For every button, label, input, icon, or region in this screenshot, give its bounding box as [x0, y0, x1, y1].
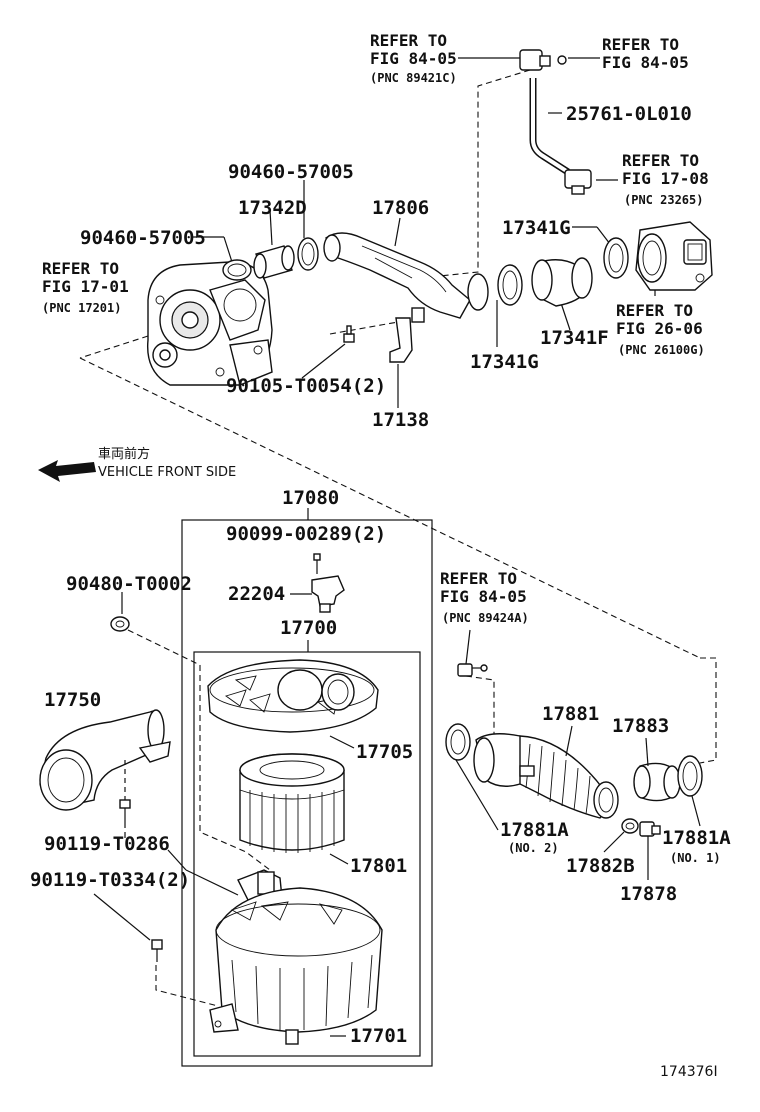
refer-label-top-right-line1: REFER TO: [602, 35, 679, 54]
part-number-17701: 17701: [350, 1025, 407, 1047]
refer-label-2606-line2: FIG 26-06: [616, 319, 703, 338]
part-number-22204: 22204: [228, 583, 285, 605]
bolt-90119-t0286: [119, 760, 131, 838]
part-number-90460-left: 90460-57005: [80, 227, 206, 249]
part-number-17881: 17881: [542, 703, 599, 725]
refer-label-2606-line1: REFER TO: [616, 301, 693, 320]
leader-90119-t0286-b: [185, 869, 239, 896]
part-number-17806: 17806: [372, 197, 429, 219]
vehicle-front-label-en: VEHICLE FRONT SIDE: [98, 465, 236, 480]
refer-label-2606-pnc: (PNC 26100G): [618, 343, 705, 357]
vacuum-pipe-25761: [519, 49, 592, 195]
o-ring-17882b: [603, 818, 639, 853]
turbocharger-illustration: [146, 259, 273, 386]
refer-label-1708-line1: REFER TO: [622, 151, 699, 170]
bottom-left-dashed-lines: [155, 665, 271, 1007]
part-number-17138: 17138: [372, 409, 429, 431]
leader-17881: [565, 725, 573, 757]
part-number-17881a-left-note: (NO. 2): [508, 841, 559, 855]
part-number-17881a-right-note: (NO. 1): [670, 851, 721, 865]
leader-17881a-left: [455, 759, 499, 831]
refer-label-top-left-pnc: (PNC 89421C): [370, 71, 457, 85]
refer-label-1701-pnc: (PNC 17201): [42, 301, 121, 315]
sensor-connector-89424a: [457, 629, 495, 740]
plug-17878: [639, 821, 661, 880]
refer-label-top-left-line1: REFER TO: [370, 31, 447, 50]
air-cleaner-cap-17705: [207, 659, 379, 749]
air-cleaner-case-17701: [209, 869, 383, 1045]
clamp-17881a-no1: [677, 755, 703, 827]
hose-17341f-and-clamps: [497, 237, 629, 307]
part-number-90480: 90480-T0002: [66, 573, 192, 595]
bracket-17138: [343, 317, 413, 363]
part-number-17080: 17080: [282, 487, 339, 509]
part-number-17883: 17883: [612, 715, 669, 737]
figure-id: 174376I: [660, 1064, 718, 1080]
part-number-17705: 17705: [356, 741, 413, 763]
part-number-90119-t0286: 90119-T0286: [44, 833, 170, 855]
refer-label-1708-line2: FIG 17-08: [622, 169, 709, 188]
grommet-90480: [110, 592, 201, 666]
vehicle-front-arrow-icon: [38, 460, 96, 482]
part-number-17882b: 17882B: [566, 855, 635, 877]
refer-label-bottom-line1: REFER TO: [440, 569, 517, 588]
leader-90119-t0286: [167, 849, 187, 871]
part-number-17341g-bottom: 17341G: [470, 351, 539, 373]
refer-label-1701-line1: REFER TO: [42, 259, 119, 278]
part-number-17700: 17700: [280, 617, 337, 639]
refer-label-1708-pnc: (PNC 23265): [624, 193, 703, 207]
refer-label-1701-line2: FIG 17-01: [42, 277, 129, 296]
part-number-17801: 17801: [350, 855, 407, 877]
part-number-90460-top: 90460-57005: [228, 161, 354, 183]
part-number-17341f: 17341F: [540, 327, 609, 349]
part-number-90099: 90099-00289(2): [226, 523, 386, 545]
part-number-17341g-top: 17341G: [502, 217, 571, 239]
refer-label-bottom-line2: FIG 84-05: [440, 587, 527, 606]
top-dashed-lines: [79, 69, 717, 764]
part-number-25761: 25761-0L010: [566, 103, 692, 125]
sensor-22204: [290, 553, 345, 613]
assembly-frame-17080: [181, 508, 433, 1067]
part-number-17881a-left: 17881A: [500, 819, 569, 841]
filter-element-17801: [239, 753, 349, 865]
hose-17342d: [253, 237, 319, 279]
air-duct-17750: [39, 709, 171, 811]
part-number-90105: 90105-T0054(2): [226, 375, 386, 397]
hose-17881: [445, 723, 619, 819]
part-number-17881a-right: 17881A: [662, 827, 731, 849]
sleeve-17883: [633, 737, 681, 802]
part-number-17750: 17750: [44, 689, 101, 711]
part-number-17342d: 17342D: [238, 197, 307, 219]
intake-pipe-17806: [323, 232, 489, 323]
part-number-17878: 17878: [620, 883, 677, 905]
refer-label-top-left-line2: FIG 84-05: [370, 49, 457, 68]
vehicle-front-label-jp: 車両前方: [98, 446, 150, 462]
part-number-90119-t0334: 90119-T0334(2): [30, 869, 190, 891]
refer-label-top-right-line2: FIG 84-05: [602, 53, 689, 72]
refer-label-bottom-pnc: (PNC 89424A): [442, 611, 529, 625]
bolt-90119-t0334: [93, 893, 163, 962]
throttle-body-illustration: [635, 221, 713, 291]
